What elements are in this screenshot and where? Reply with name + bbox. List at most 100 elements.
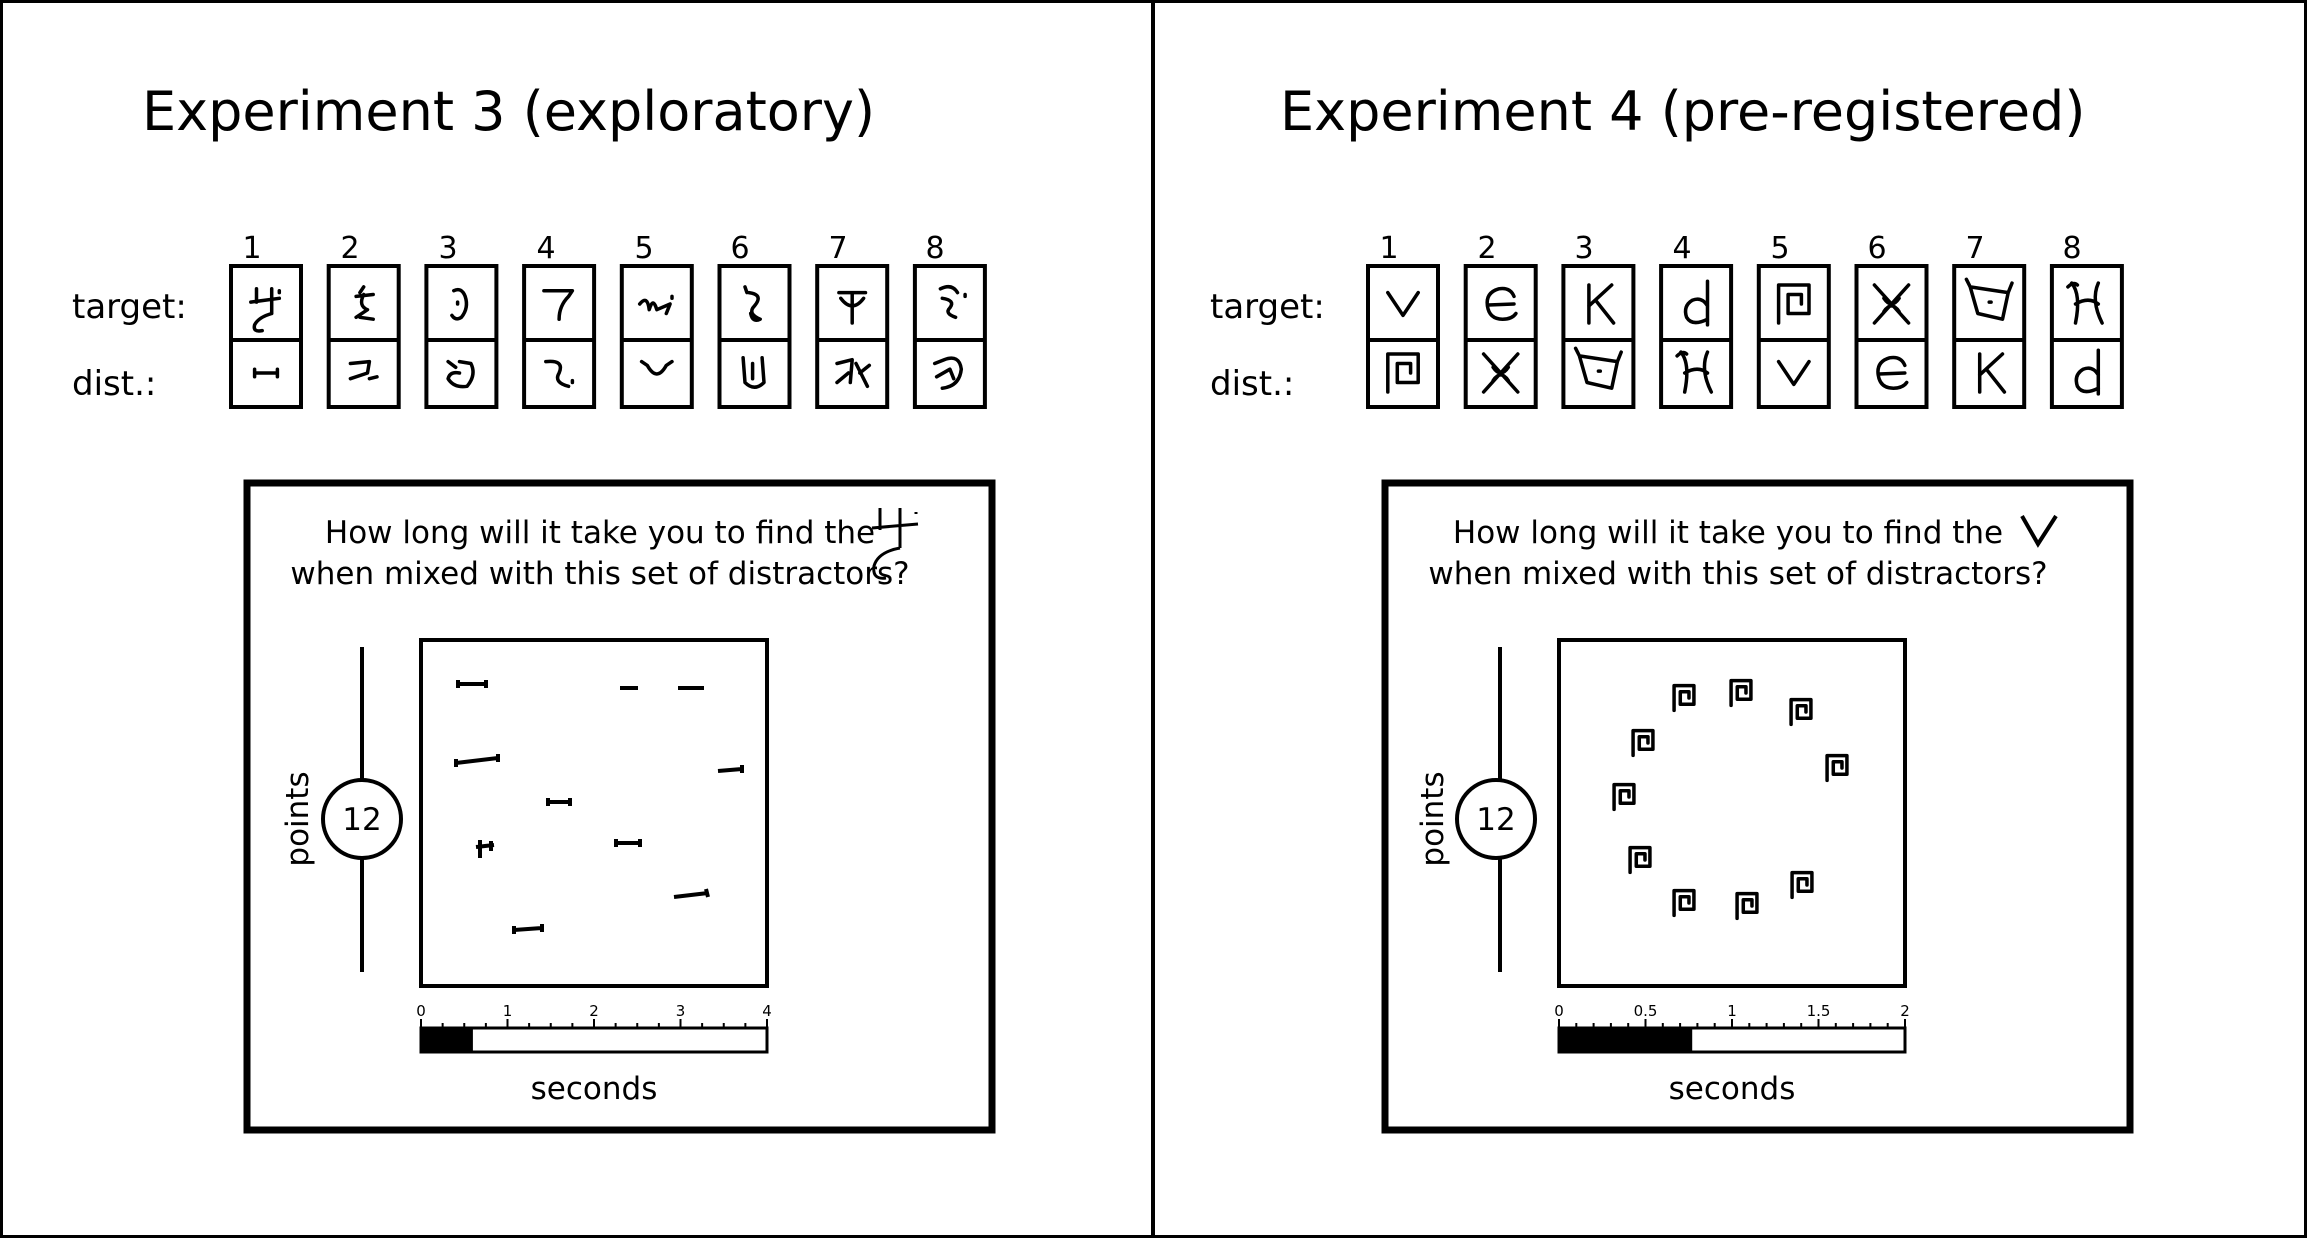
stimulus-pair xyxy=(1952,264,2027,409)
stimulus-pair xyxy=(619,264,694,409)
dash-glyph-icon xyxy=(454,754,500,767)
timer-tick-label: 1.5 xyxy=(1807,1002,1831,1020)
d-glyph-icon xyxy=(2074,348,2101,396)
alien-glyph-7-icon xyxy=(837,290,868,325)
d-glyph-icon xyxy=(1683,279,1710,327)
alien-glyph-1-icon xyxy=(871,508,919,580)
trial-box xyxy=(243,479,996,1134)
pair-number: 3 xyxy=(1574,231,1593,266)
spiral-glyph-icon xyxy=(1631,728,1655,758)
alien-dist-2-icon xyxy=(348,359,379,381)
points-label: points xyxy=(1415,771,1451,866)
dist-row-label: dist.: xyxy=(1210,364,1294,404)
pair-card-frame xyxy=(1854,264,1929,409)
pair-number: 4 xyxy=(536,231,555,266)
pair-number: 6 xyxy=(1867,231,1886,266)
pair-numbers: 1 2 3 4 5 6 7 8 xyxy=(1379,231,2081,266)
spiral-glyph-icon xyxy=(1790,870,1814,900)
h-glyph-icon xyxy=(2066,281,2104,325)
pair-card-frame xyxy=(229,264,303,409)
points-circle xyxy=(1455,778,1537,860)
v-glyph-icon xyxy=(1776,359,1811,387)
pair-card-frame xyxy=(815,264,890,409)
stimulus-pair xyxy=(1756,264,1831,409)
pair-card-frame xyxy=(619,264,694,409)
stimulus-pair xyxy=(326,264,401,409)
alien-glyph-5-icon xyxy=(637,294,674,316)
v-glyph-icon xyxy=(2020,514,2058,548)
pair-number: 1 xyxy=(242,231,261,266)
experiment-3-panel: Experiment 3 (exploratory) target: dist.… xyxy=(72,80,996,1134)
alien-dist-3-icon xyxy=(446,359,475,389)
e-glyph-icon xyxy=(1485,286,1518,321)
experiment-4-panel: Experiment 4 (pre-registered) target: di… xyxy=(1210,80,2134,1134)
points-circle xyxy=(321,778,403,860)
stimulus-pair xyxy=(2049,264,2124,409)
pair-card-frame xyxy=(1366,264,1440,409)
dash-glyph-icon xyxy=(512,924,544,934)
pair-number: 7 xyxy=(1965,231,1984,266)
k-glyph-icon xyxy=(1587,283,1616,325)
trial-box xyxy=(1381,479,2134,1134)
alien-glyph-3-icon xyxy=(450,287,469,321)
stimulus-pair xyxy=(1561,264,1636,409)
pair-number: 4 xyxy=(1672,231,1691,266)
stimulus-pair xyxy=(1366,264,1440,409)
spiral-glyph-icon xyxy=(1735,891,1759,921)
spiral-glyph-icon xyxy=(1628,845,1652,875)
alien-dist-7-icon xyxy=(835,357,872,389)
spiral-glyph-icon xyxy=(1386,352,1420,394)
panel-title: Experiment 4 (pre-registered) xyxy=(1280,80,2085,143)
timer-tick-label: 0 xyxy=(416,1002,426,1020)
stimulus-pair xyxy=(522,264,597,409)
timer-fill xyxy=(421,1028,473,1052)
x-glyph-icon xyxy=(1481,352,1520,394)
timer-tick-label: 1 xyxy=(503,1002,513,1020)
timer-tick-label: 0.5 xyxy=(1634,1002,1658,1020)
pair-numbers: 1 2 3 4 5 6 7 8 xyxy=(242,231,944,266)
dash-glyph-icon xyxy=(475,840,495,858)
stimulus-pair xyxy=(1854,264,1929,409)
target-row-label: target: xyxy=(1210,287,1325,327)
pair-card-frame xyxy=(912,264,987,409)
dash-glyph-icon xyxy=(456,680,488,688)
points-label: points xyxy=(280,771,316,866)
distractor-items xyxy=(1612,678,1849,921)
e-glyph-icon xyxy=(1876,355,1909,390)
stimulus-pair xyxy=(815,264,890,409)
pair-card-frame xyxy=(717,264,792,409)
spiral-glyph-icon xyxy=(1789,697,1813,727)
pair-number: 3 xyxy=(438,231,457,266)
stimulus-pairs xyxy=(229,264,987,409)
search-display xyxy=(1557,638,1907,988)
pair-number: 8 xyxy=(2062,231,2081,266)
stimulus-pair xyxy=(424,264,499,409)
x-glyph-icon xyxy=(1872,283,1911,325)
timer-tick-label: 1 xyxy=(1727,1002,1737,1020)
spiral-glyph-icon xyxy=(1825,753,1849,783)
pair-card-frame xyxy=(2049,264,2124,409)
box-glyph-icon xyxy=(1573,346,1623,390)
timer-tick-label: 2 xyxy=(1900,1002,1910,1020)
alien-glyph-4-icon xyxy=(542,288,575,321)
dash-glyph-icon xyxy=(717,765,744,773)
k-glyph-icon xyxy=(1977,352,2007,394)
pair-number: 7 xyxy=(828,231,847,266)
timer-tick-label: 2 xyxy=(589,1002,599,1020)
search-display xyxy=(419,638,769,988)
v-glyph-icon xyxy=(1386,290,1420,318)
spiral-glyph-icon xyxy=(1729,678,1753,708)
dash-glyph-icon xyxy=(546,798,572,806)
points-value: 12 xyxy=(342,802,381,838)
dist-row-label: dist.: xyxy=(72,364,156,404)
pair-card-frame xyxy=(1659,264,1734,409)
alien-glyph-6-icon xyxy=(743,285,762,323)
stimulus-pair xyxy=(717,264,792,409)
target-row-label: target: xyxy=(72,287,187,327)
alien-dist-6-icon xyxy=(741,356,766,389)
question-line-1: How long will it take you to find the xyxy=(1453,515,2003,551)
seconds-label: seconds xyxy=(531,1071,658,1107)
